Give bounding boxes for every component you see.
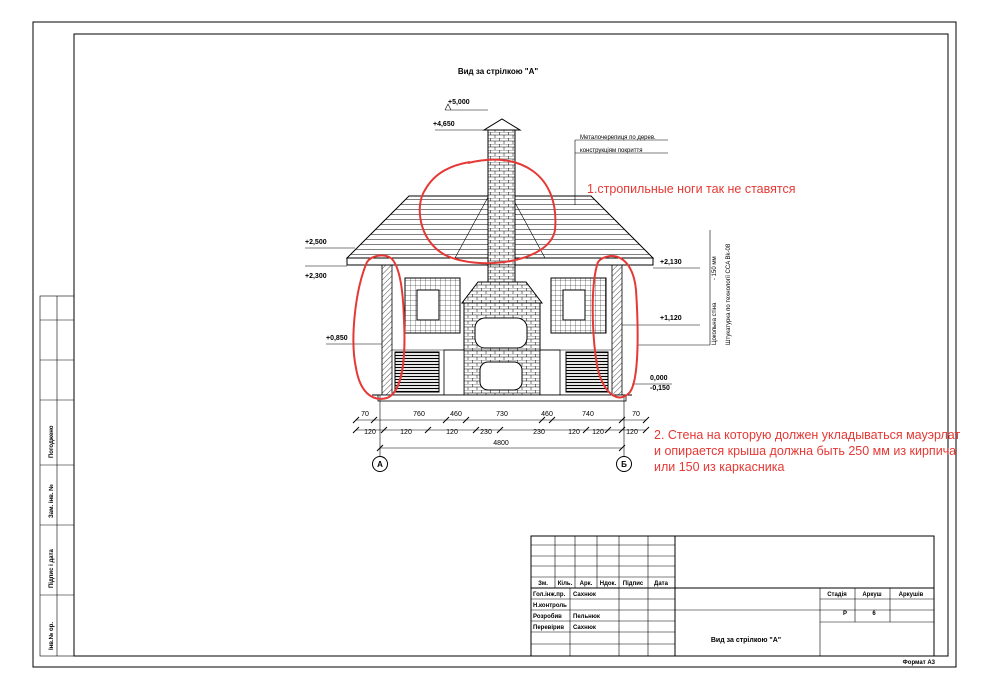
outer-frame (32, 21, 957, 668)
dimension-tick (472, 426, 480, 434)
level-4650: +4,650 (433, 121, 455, 128)
svg-text:Н.контроль: Н.контроль (533, 603, 567, 609)
svg-text:Аркуш: Аркуш (862, 592, 881, 598)
house-elevation (345, 118, 655, 402)
level-1120: +1,120 (660, 315, 682, 322)
stamp-replaced-inv: Зам. інв. № (48, 484, 55, 518)
svg-text:Штукатурка по технології CCA B: Штукатурка по технології CCA Bk-08 (726, 243, 732, 345)
dimension-tick (352, 426, 360, 434)
svg-text:Гол.інж.пр.: Гол.інж.пр. (533, 592, 566, 598)
title-block: Зм. Кіль. Арк. Ндок. Підпис Дата Гол.інж… (530, 535, 935, 657)
dim-bottom-5: 230 (533, 429, 545, 436)
axis-label-a: А (377, 460, 383, 469)
dim-bottom-2: 120 (400, 429, 412, 436)
dim-top-1: 70 (361, 411, 369, 418)
svg-text:- 150 мм: - 150 мм (712, 256, 718, 280)
dimension-tick (424, 426, 432, 434)
dim-top-3: 460 (450, 411, 462, 418)
circle-right-wall (591, 254, 639, 399)
dimension-tick (642, 416, 650, 424)
svg-text:Кіль.: Кіль. (558, 581, 573, 587)
svg-text:6: 6 (872, 611, 876, 617)
dim-top-6: 740 (582, 411, 594, 418)
red-annotations: 1.стропильные ноги так не ставятся 2. Ст… (352, 158, 960, 474)
svg-text:Стадія: Стадія (827, 592, 847, 598)
dimension-tick (548, 416, 556, 424)
svg-text:Зм.: Зм. (538, 581, 548, 587)
axis-marker-a (372, 456, 388, 472)
dim-bottom-1: 120 (364, 429, 376, 436)
dim-bottom-4: 230 (480, 429, 492, 436)
svg-text:Розробив: Розробив (533, 613, 562, 620)
svg-text:конструкціям покриття: конструкціям покриття (580, 148, 642, 154)
dim-top-2: 760 (413, 411, 425, 418)
dim-bottom-8: 120 (626, 429, 638, 436)
dimension-tick (496, 426, 504, 434)
dimension-tick (582, 426, 590, 434)
circle-left-wall (352, 254, 406, 400)
dimension-tick (538, 416, 546, 424)
dim-bottom-6: 120 (568, 429, 580, 436)
stamp-signature-date: Підпис і дата (49, 548, 55, 588)
paper-format: Формат А3 (903, 660, 936, 666)
dim-top-7: 70 (632, 411, 640, 418)
svg-text:Перевірив: Перевірив (533, 625, 564, 631)
side-stamp: Погоджено Зам. інв. № Підпис і дата Інв.… (39, 295, 75, 657)
svg-text:Ндок.: Ндок. (600, 581, 617, 587)
svg-text:Р: Р (843, 611, 847, 617)
circle-rafters (418, 158, 557, 265)
dim-bottom-3: 120 (446, 429, 458, 436)
svg-text:Дата: Дата (654, 581, 669, 587)
wall-side-note: Цокольна стіна - 150 мм Штукатурка по те… (638, 230, 732, 346)
level-2500: +2,500 (305, 239, 327, 246)
svg-text:Сахнюк: Сахнюк (573, 625, 596, 631)
dimension-tick (604, 426, 612, 434)
note-wall-line2: и опирается крыша должна быть 250 мм из … (654, 444, 956, 458)
dim-top-4: 730 (496, 411, 508, 418)
level-2300: +2,300 (305, 273, 327, 280)
svg-text:Пельнюк: Пельнюк (573, 614, 600, 620)
level-2130: +2,130 (660, 259, 682, 266)
roof-note: Металочерепиця по дерев. конструкціям по… (574, 135, 668, 205)
level-5000: +5,000 (448, 99, 470, 106)
level-minus-0150: -0,150 (650, 385, 670, 392)
dimension-tick (442, 416, 450, 424)
stamp-approved: Погоджено (49, 425, 55, 458)
dim-bottom-7: 120 (592, 429, 604, 436)
dimension-tick (462, 416, 470, 424)
dimension-chains: 70 760 460 730 460 740 70 120 120 120 23… (352, 395, 650, 472)
level-0000: 0,000 (650, 375, 668, 382)
note-rafters: 1.стропильные ноги так не ставятся (587, 182, 796, 196)
svg-text:Металочерепиця по дерев.: Металочерепиця по дерев. (580, 135, 656, 141)
level-0850: +0,850 (326, 335, 348, 342)
stamp-inv-original: Інв.№ ор. (48, 622, 55, 650)
sheet-title: Вид за стрілкою "А" (711, 636, 781, 644)
drawing-title: Вид за стрілкою "А" (458, 67, 539, 76)
dim-top-5: 460 (541, 411, 553, 418)
dimension-tick (370, 416, 378, 424)
axis-marker-b (616, 456, 632, 472)
svg-text:Аркушів: Аркушів (899, 592, 924, 598)
svg-text:Сахнюк: Сахнюк (573, 592, 596, 598)
dimension-tick (642, 426, 650, 434)
svg-text:Цокольна стіна: Цокольна стіна (712, 302, 718, 345)
dimension-tick (380, 426, 388, 434)
note-wall-line3: или 150 из каркасника (654, 460, 784, 474)
dimension-tick (352, 416, 360, 424)
note-wall-line1: 2. Стена на которую должен укладываться … (654, 428, 960, 442)
axis-label-b: Б (621, 460, 627, 469)
svg-text:Арк.: Арк. (580, 581, 593, 587)
svg-text:Підпис: Підпис (623, 581, 644, 587)
dim-overall: 4800 (493, 440, 509, 447)
